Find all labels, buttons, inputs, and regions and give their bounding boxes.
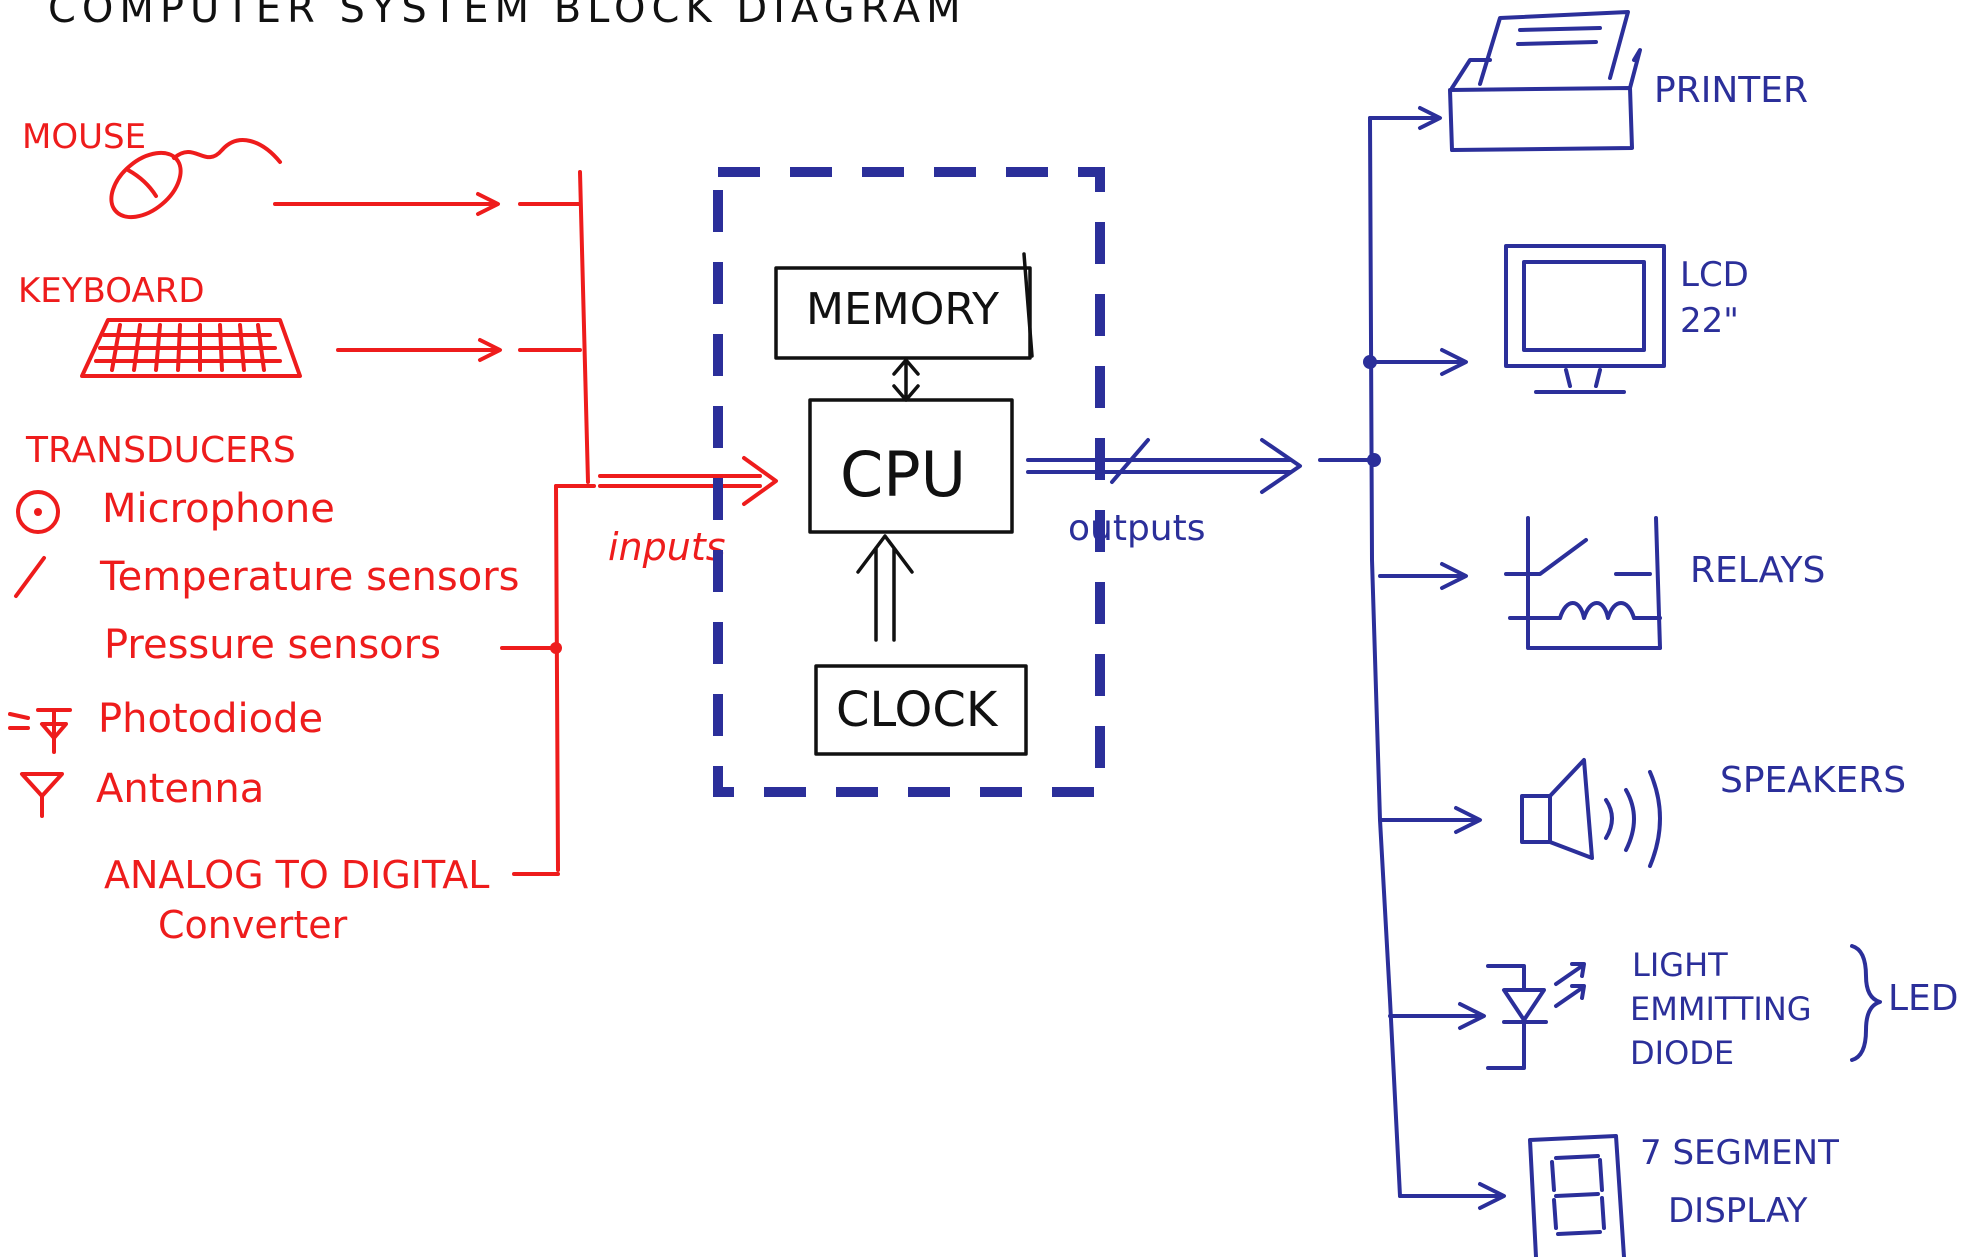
- output-side: outputs PRINTER LCD 22": [1026, 10, 1959, 1257]
- relays-label: RELAYS: [1690, 550, 1825, 591]
- photodiode-icon: [8, 708, 72, 754]
- seven-segment-arrow: [1398, 1182, 1506, 1210]
- input-side: MOUSE KEYBOARD TRANSDUCERS Microphone Te…: [8, 117, 778, 947]
- speaker-icon: [1520, 758, 1662, 868]
- computer-boundary: [713, 167, 1105, 797]
- printer-icon: [1448, 10, 1642, 152]
- lcd-arrow: [1368, 348, 1468, 376]
- keyboard-icon: [80, 318, 302, 378]
- memory-block: MEMORY: [774, 252, 1034, 360]
- mouse-icon: [109, 138, 282, 220]
- led-label-line1: LIGHT: [1632, 946, 1728, 984]
- lcd-label-line1: LCD: [1680, 255, 1749, 295]
- led-brace: [1850, 944, 1882, 1062]
- keyboard-arrow: [336, 338, 502, 362]
- printer-label: PRINTER: [1654, 70, 1808, 111]
- antenna-icon: [20, 772, 64, 818]
- transducer-item-photodiode: Photodiode: [98, 696, 323, 742]
- led-icon: [1486, 962, 1586, 1070]
- adc-label-line1: ANALOG TO DIGITAL: [104, 853, 489, 897]
- temperature-sensor-icon: [14, 556, 46, 598]
- transducer-item-temperature: Temperature sensors: [99, 554, 520, 600]
- led-short-label: LED: [1888, 978, 1959, 1019]
- memory-label: MEMORY: [806, 284, 999, 335]
- led-label-line2: EMMITTING: [1630, 990, 1812, 1028]
- clock-block: CLOCK: [814, 664, 1028, 756]
- mouse-arrow: [273, 192, 500, 216]
- seven-segment-label-line2: DISPLAY: [1668, 1191, 1808, 1231]
- adc-label-line2: Converter: [158, 903, 348, 947]
- microphone-icon: [16, 490, 60, 534]
- input-collector-bottom: [554, 484, 560, 872]
- clock-cpu-link: [856, 534, 914, 642]
- lcd-monitor-icon: [1504, 244, 1666, 394]
- computer-core: MEMORY CPU CLOCK: [713, 167, 1105, 797]
- cpu-block: CPU: [808, 398, 1014, 534]
- output-distribution-bus: [1368, 116, 1402, 1198]
- diagram-title: COMPUTER SYSTEM BLOCK DIAGRAM: [48, 0, 967, 32]
- speakers-label: SPEAKERS: [1720, 760, 1906, 801]
- inputs-bus-label: inputs: [608, 525, 726, 569]
- lcd-label-line2: 22": [1680, 301, 1739, 341]
- input-collector-top: [578, 170, 590, 484]
- transducer-item-antenna: Antenna: [96, 766, 264, 812]
- seven-segment-icon: [1528, 1134, 1626, 1257]
- led-label-line3: DIODE: [1630, 1034, 1734, 1072]
- outputs-bus-label: outputs: [1068, 508, 1206, 549]
- relays-arrow: [1378, 562, 1468, 590]
- transducer-item-pressure: Pressure sensors: [104, 622, 441, 668]
- speakers-arrow: [1378, 806, 1482, 834]
- led-arrow: [1388, 1002, 1486, 1030]
- relay-icon: [1504, 516, 1662, 650]
- transducer-item-microphone: Microphone: [102, 486, 335, 532]
- printer-arrow: [1368, 106, 1442, 130]
- inputs-bus-arrow: [598, 456, 778, 506]
- cpu-label: CPU: [840, 438, 966, 511]
- outputs-bus-arrow: [1026, 438, 1302, 494]
- keyboard-label: KEYBOARD: [18, 271, 205, 311]
- memory-cpu-link: [892, 358, 920, 402]
- clock-label: CLOCK: [836, 682, 999, 738]
- seven-segment-label-line1: 7 SEGMENT: [1640, 1133, 1839, 1173]
- mouse-label: MOUSE: [22, 117, 146, 157]
- transducers-heading: TRANSDUCERS: [25, 430, 296, 471]
